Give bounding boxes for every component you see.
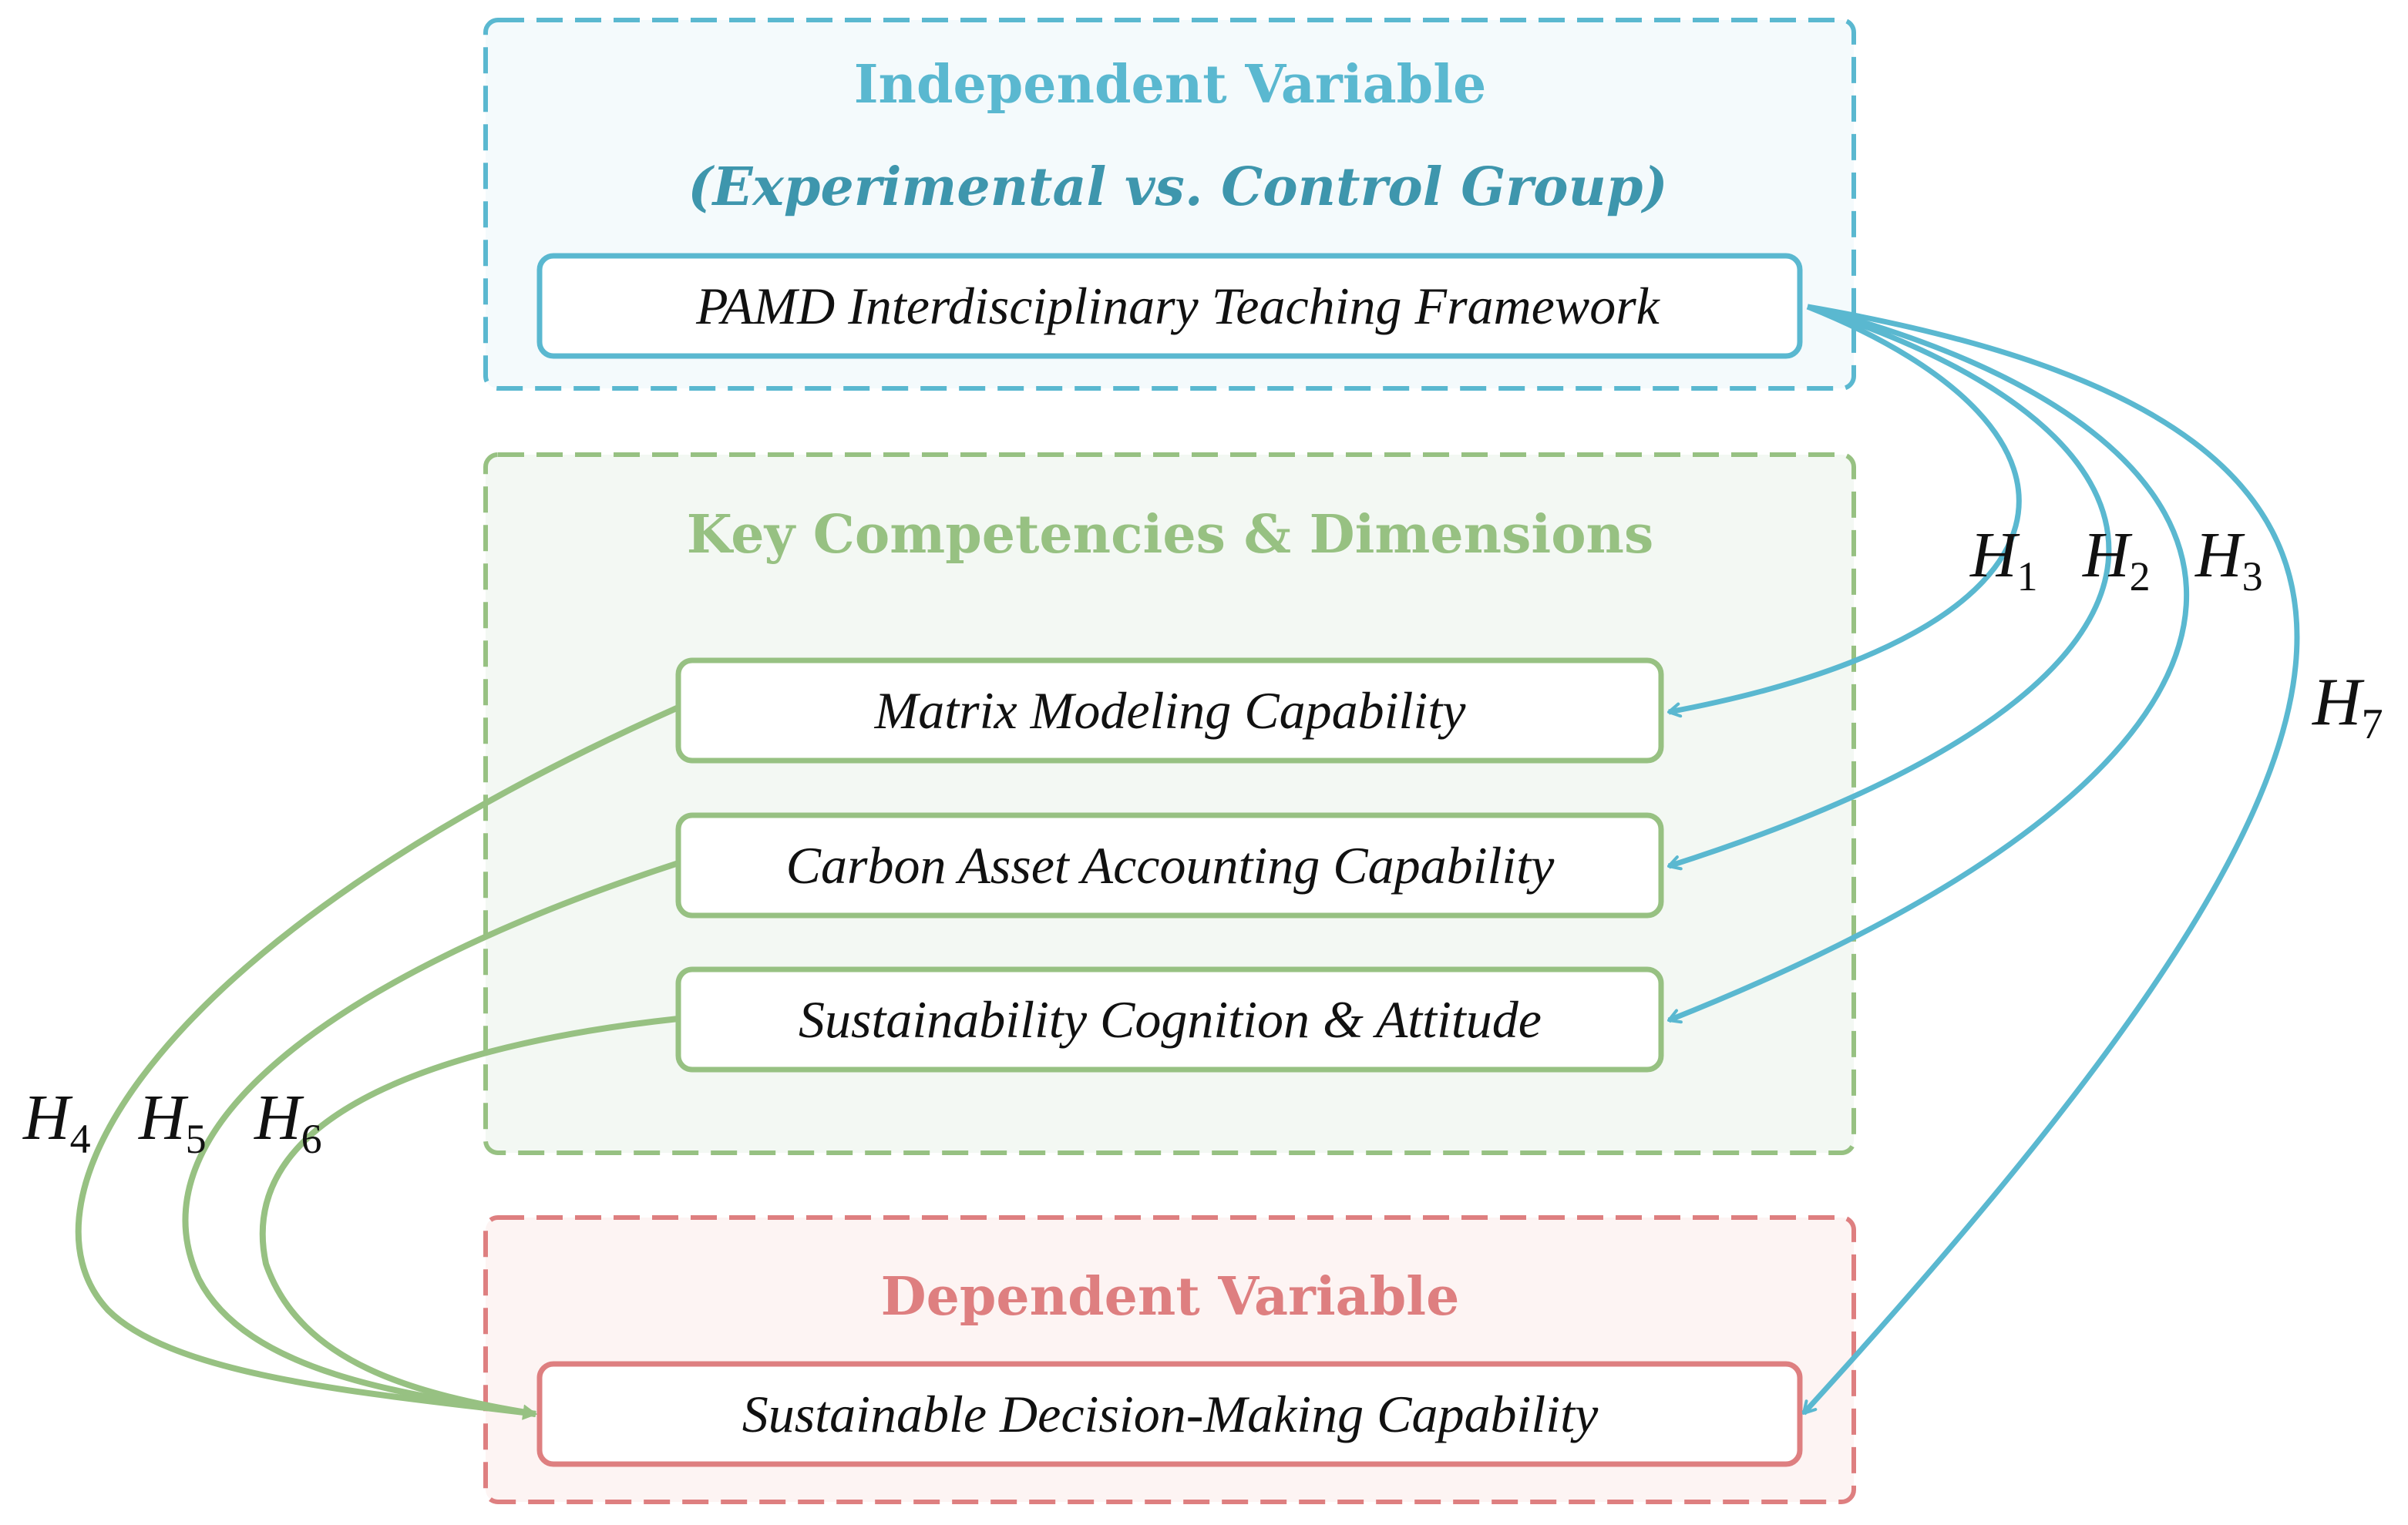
label-h5: H5 <box>138 1082 207 1162</box>
label-h2: H2 <box>2082 519 2151 600</box>
blue-arrows <box>1667 304 2300 1416</box>
decision-making-box <box>536 1361 1803 1467</box>
label-h7: H7 <box>2312 665 2383 748</box>
arrow-h2 <box>1667 304 2112 871</box>
arrow-h1 <box>1667 304 2022 718</box>
green-arrows <box>75 704 680 1420</box>
label-h1: H1 <box>1969 519 2038 600</box>
decision-making-label: Sustainable Decision-Making Capability <box>742 1385 1599 1443</box>
competencies-group: Key Competencies & Dimensions Matrix Mod… <box>483 452 1856 1155</box>
pamd-framework-label: PAMD Interdisciplinary Teaching Framewor… <box>695 277 1661 335</box>
dependent-variable-group: Dependent Variable Sustainable Decision-… <box>483 1215 1856 1504</box>
independent-variable-group: Independent Variable (Experimental vs. C… <box>483 18 1856 391</box>
independent-title: Independent Variable <box>854 54 1487 116</box>
arrow-h7 <box>1801 304 2300 1416</box>
label-h6: H6 <box>254 1082 322 1162</box>
competencies-title: Key Competencies & Dimensions <box>687 504 1654 566</box>
arrow-h5 <box>182 860 680 1420</box>
arrow-h3 <box>1667 304 2189 1024</box>
label-h4: H4 <box>22 1082 91 1162</box>
hypothesis-labels: H1 H2 H3 H4 H5 H6 H7 <box>22 519 2383 1162</box>
independent-subtitle: (Experimental vs. Control Group) <box>688 156 1667 218</box>
pamd-framework-box <box>536 253 1803 359</box>
carbon-accounting-label: Carbon Asset Accounting Capability <box>786 836 1555 895</box>
sustainability-cognition-label: Sustainability Cognition & Attitude <box>799 990 1542 1049</box>
matrix-modeling-label: Matrix Modeling Capability <box>874 681 1467 740</box>
dependent-title: Dependent Variable <box>881 1266 1460 1328</box>
arrow-h6 <box>259 1016 679 1420</box>
arrow-h4 <box>75 704 680 1420</box>
label-h3: H3 <box>2194 519 2263 600</box>
